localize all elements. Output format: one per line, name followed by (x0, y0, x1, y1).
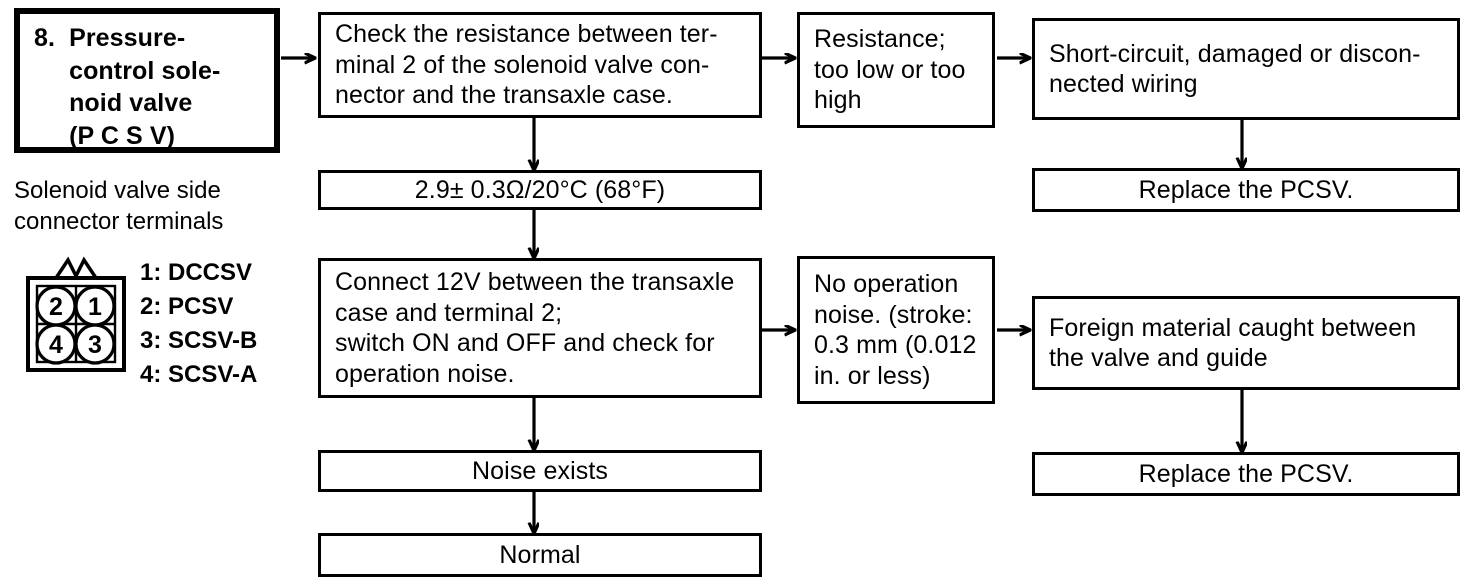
title-label: Pressure- control sole- noid valve (P C … (69, 24, 221, 150)
box-foreign-material[interactable]: Foreign material caught between the valv… (1032, 296, 1460, 390)
terminal-item-2: 2: PCSV (140, 293, 234, 321)
terminal-legend-list: 1: DCCSV 2: PCSV 3: SCSV-B 4: SCSV-A (140, 256, 257, 392)
title-number: 8. (34, 24, 56, 52)
box-title-pcsv[interactable]: 8. Pressure- control sole- noid valve (P… (14, 8, 280, 153)
terminal-item-1: 1: DCCSV (140, 259, 253, 286)
legend-heading: Solenoid valve side connector terminals (14, 177, 224, 235)
box-noise-exists[interactable]: Noise exists (318, 450, 762, 492)
pin-label-1: 1 (88, 293, 102, 321)
terminal-item-3: 3: SCSV-B (140, 327, 258, 355)
connector-pin-symbol: 2 1 4 3 (26, 256, 126, 372)
box-spec-value[interactable]: 2.9± 0.3Ω/20°C (68°F) (318, 170, 762, 210)
box-connect-12v[interactable]: Connect 12V between the transaxle case a… (318, 258, 762, 398)
terminal-item-4: 4: SCSV-A (140, 361, 258, 389)
box-no-operation-noise[interactable]: No operation noise. (stroke: 0.3 mm (0.0… (797, 256, 995, 404)
box-replace-pcsv-bottom[interactable]: Replace the PCSV. (1032, 452, 1460, 496)
box-resistance-fault[interactable]: Resistance; too low or too high (797, 12, 995, 128)
pin-label-3: 3 (88, 331, 102, 359)
box-normal[interactable]: Normal (318, 533, 762, 577)
box-replace-pcsv-top[interactable]: Replace the PCSV. (1032, 168, 1460, 212)
pin-label-2: 2 (49, 293, 63, 321)
pin-label-4: 4 (49, 331, 63, 359)
box-short-circuit[interactable]: Short-circuit, damaged or discon- nected… (1032, 18, 1460, 120)
box-check-resistance[interactable]: Check the resistance between ter- minal … (318, 12, 762, 118)
